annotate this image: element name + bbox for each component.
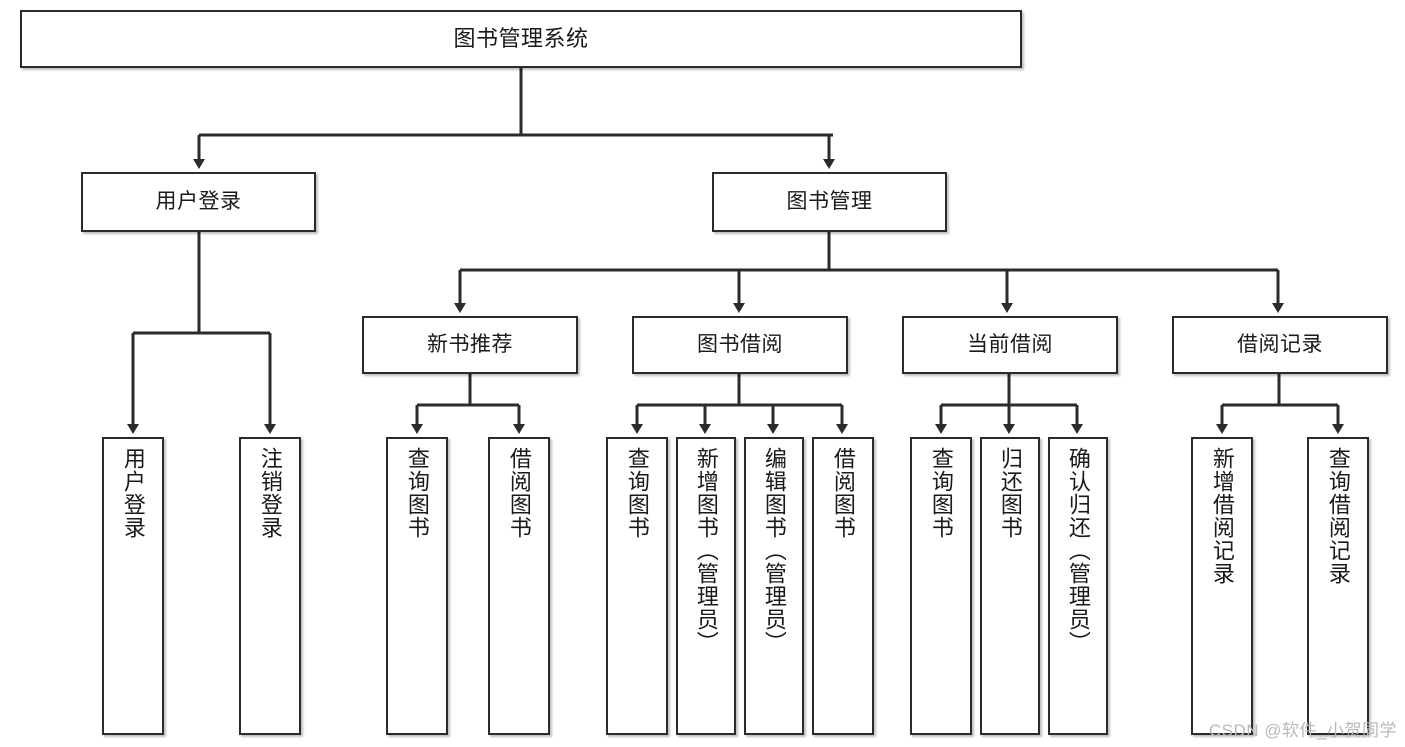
node-label: 借阅图书 — [506, 447, 532, 539]
node-label: 编辑图书（管理员） — [761, 447, 787, 654]
leaf-query-borrow-record[interactable]: 查询借阅记录 — [1307, 437, 1369, 735]
leaf-query-books-new[interactable]: 查询图书 — [386, 437, 448, 735]
node-label: 借阅图书 — [830, 447, 856, 539]
node-book-borrowing[interactable]: 图书借阅 — [632, 316, 848, 374]
node-label: 查询图书 — [624, 447, 650, 539]
node-label: 图书管理 — [786, 189, 873, 213]
node-label: 图书借阅 — [697, 332, 783, 356]
node-borrow-records[interactable]: 借阅记录 — [1172, 316, 1388, 374]
leaf-user-login[interactable]: 用户登录 — [102, 437, 164, 735]
leaf-logout[interactable]: 注销登录 — [239, 437, 301, 735]
node-label: 查询借阅记录 — [1325, 447, 1351, 585]
node-label: 当前借阅 — [967, 332, 1053, 356]
node-label: 借阅记录 — [1237, 332, 1323, 356]
node-label: 用户登录 — [155, 189, 242, 213]
node-label: 新书推荐 — [427, 332, 513, 356]
node-book-management[interactable]: 图书管理 — [712, 172, 947, 232]
node-label: 查询图书 — [404, 447, 430, 539]
node-current-borrowing[interactable]: 当前借阅 — [902, 316, 1118, 374]
node-user-login[interactable]: 用户登录 — [81, 172, 316, 232]
node-label: 确认归还（管理员） — [1065, 447, 1091, 654]
node-label: 图书管理系统 — [453, 26, 589, 52]
leaf-add-book-admin[interactable]: 新增图书（管理员） — [676, 437, 736, 735]
leaf-query-books-borrow[interactable]: 查询图书 — [606, 437, 668, 735]
leaf-borrow-books-new[interactable]: 借阅图书 — [488, 437, 550, 735]
leaf-confirm-return-admin[interactable]: 确认归还（管理员） — [1048, 437, 1108, 735]
node-label: 归还图书 — [997, 447, 1023, 539]
node-label: 用户登录 — [120, 447, 146, 539]
leaf-query-books-current[interactable]: 查询图书 — [910, 437, 972, 735]
leaf-borrow-books[interactable]: 借阅图书 — [812, 437, 874, 735]
node-new-book-recommendation[interactable]: 新书推荐 — [362, 316, 578, 374]
node-label: 查询图书 — [928, 447, 954, 539]
leaf-add-borrow-record[interactable]: 新增借阅记录 — [1191, 437, 1253, 735]
leaf-return-books[interactable]: 归还图书 — [980, 437, 1040, 735]
node-label: 注销登录 — [257, 447, 283, 539]
node-label: 新增借阅记录 — [1209, 447, 1235, 585]
leaf-edit-book-admin[interactable]: 编辑图书（管理员） — [744, 437, 804, 735]
node-root-book-management-system[interactable]: 图书管理系统 — [20, 10, 1022, 68]
node-label: 新增图书（管理员） — [693, 447, 719, 654]
